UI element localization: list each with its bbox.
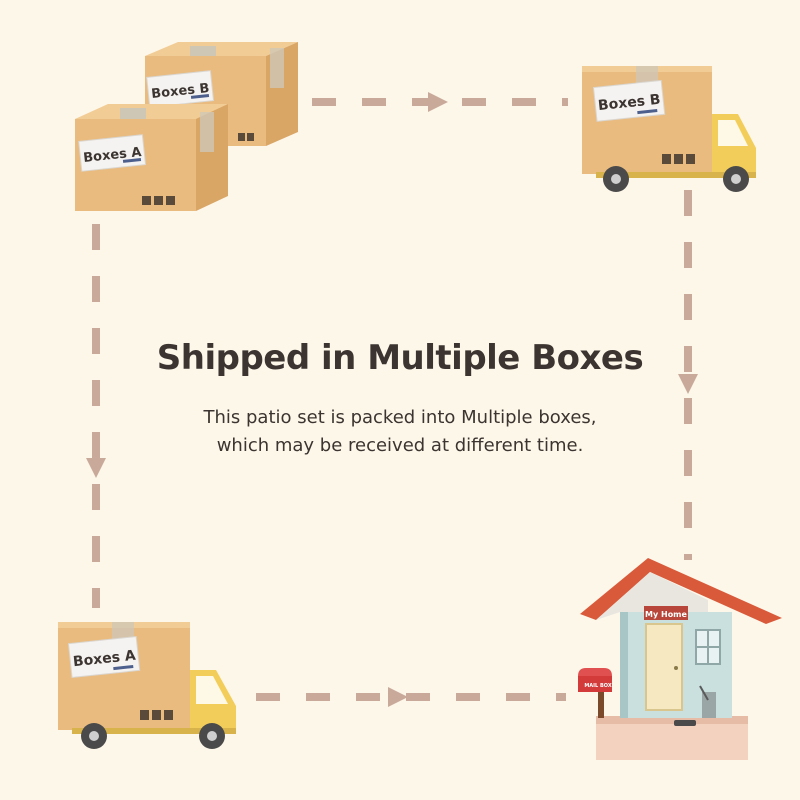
umbrella-stand: [702, 692, 716, 718]
house-sign-text: My Home: [645, 610, 687, 619]
arrow-right-bottom: [388, 687, 408, 707]
handling-icons-b: [238, 133, 254, 141]
house-sign: [644, 606, 688, 620]
mailbox: MAIL BOX: [578, 668, 612, 718]
arrow-right-top: [428, 92, 448, 112]
truck-b-illustration: Boxes B: [582, 66, 756, 192]
box-b-label: Boxes B: [146, 70, 215, 108]
truck-b-label: Boxes B: [592, 79, 666, 122]
handling-icons-a: [142, 196, 175, 205]
box-b-illustration: Boxes B: [145, 42, 298, 146]
route-top: [312, 92, 568, 112]
mailbox-text: MAIL BOX: [584, 683, 612, 689]
description: This patio set is packed into Multiple b…: [0, 404, 800, 460]
box-b-label-text: Boxes B: [151, 81, 210, 102]
house-illustration: My Home MAIL BOX: [578, 558, 782, 760]
truck-b-label-text: Boxes B: [597, 92, 661, 114]
roof: [580, 558, 782, 624]
description-line-1: This patio set is packed into Multiple b…: [203, 407, 597, 428]
arrow-down-left: [86, 458, 106, 478]
box-a-label: Boxes A: [78, 134, 147, 172]
box-a-illustration: Boxes A: [75, 104, 228, 211]
route-bottom: [256, 687, 566, 707]
box-a-label-text: Boxes A: [83, 145, 143, 166]
handling-icons-truck-b: [662, 154, 695, 164]
handling-icons-truck-a: [140, 710, 173, 720]
page-title: Shipped in Multiple Boxes: [156, 338, 644, 378]
arrow-down-right: [678, 374, 698, 394]
truck-a-illustration: Boxes A: [58, 622, 236, 749]
truck-a-label: Boxes A: [67, 635, 141, 679]
route-left: [86, 224, 106, 608]
truck-a-label-text: Boxes A: [72, 648, 136, 670]
route-right: [678, 190, 698, 560]
description-line-2: which may be received at different time.: [216, 435, 584, 456]
